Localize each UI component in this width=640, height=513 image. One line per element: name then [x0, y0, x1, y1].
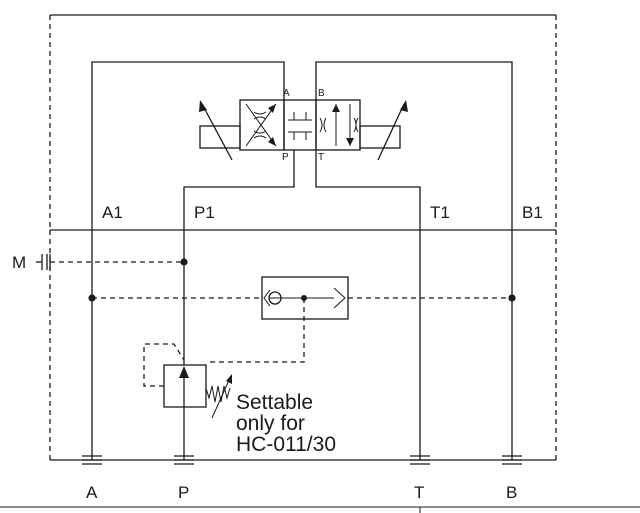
port-label-b1: B1 — [522, 203, 543, 222]
directional-valve — [199, 99, 408, 161]
note-line-3: HC-011/30 — [236, 433, 336, 456]
port-label-b: B — [506, 483, 517, 502]
valve-port-a-label: A — [283, 88, 290, 99]
note-line-2: only for — [236, 412, 305, 435]
line-p — [183, 150, 295, 460]
line-a — [91, 61, 285, 460]
gauge-port — [36, 254, 51, 270]
relief-valve — [143, 343, 207, 408]
port-label-p1: P1 — [194, 203, 215, 222]
pilot-line-ab — [88, 294, 516, 302]
valve-port-t-label: T — [318, 152, 324, 163]
note-line-1: Settable — [236, 391, 313, 414]
pilot-line-shuttle — [208, 298, 305, 363]
port-label-a: A — [86, 483, 98, 502]
port-plugs — [82, 455, 522, 465]
port-label-p: P — [178, 483, 189, 502]
port-label-a1: A1 — [102, 203, 123, 222]
port-label-t: T — [414, 483, 424, 502]
line-t — [315, 150, 421, 460]
valve-port-p-label: P — [282, 152, 289, 163]
port-label-m: M — [12, 253, 26, 272]
adjustable-spring — [205, 374, 232, 419]
shuttle-valve — [261, 276, 349, 320]
port-label-t1: T1 — [430, 203, 450, 222]
valve-port-b-label: B — [318, 88, 325, 99]
pilot-line-gauge — [50, 258, 188, 266]
bottom-rule — [0, 506, 640, 513]
line-b — [315, 61, 513, 460]
